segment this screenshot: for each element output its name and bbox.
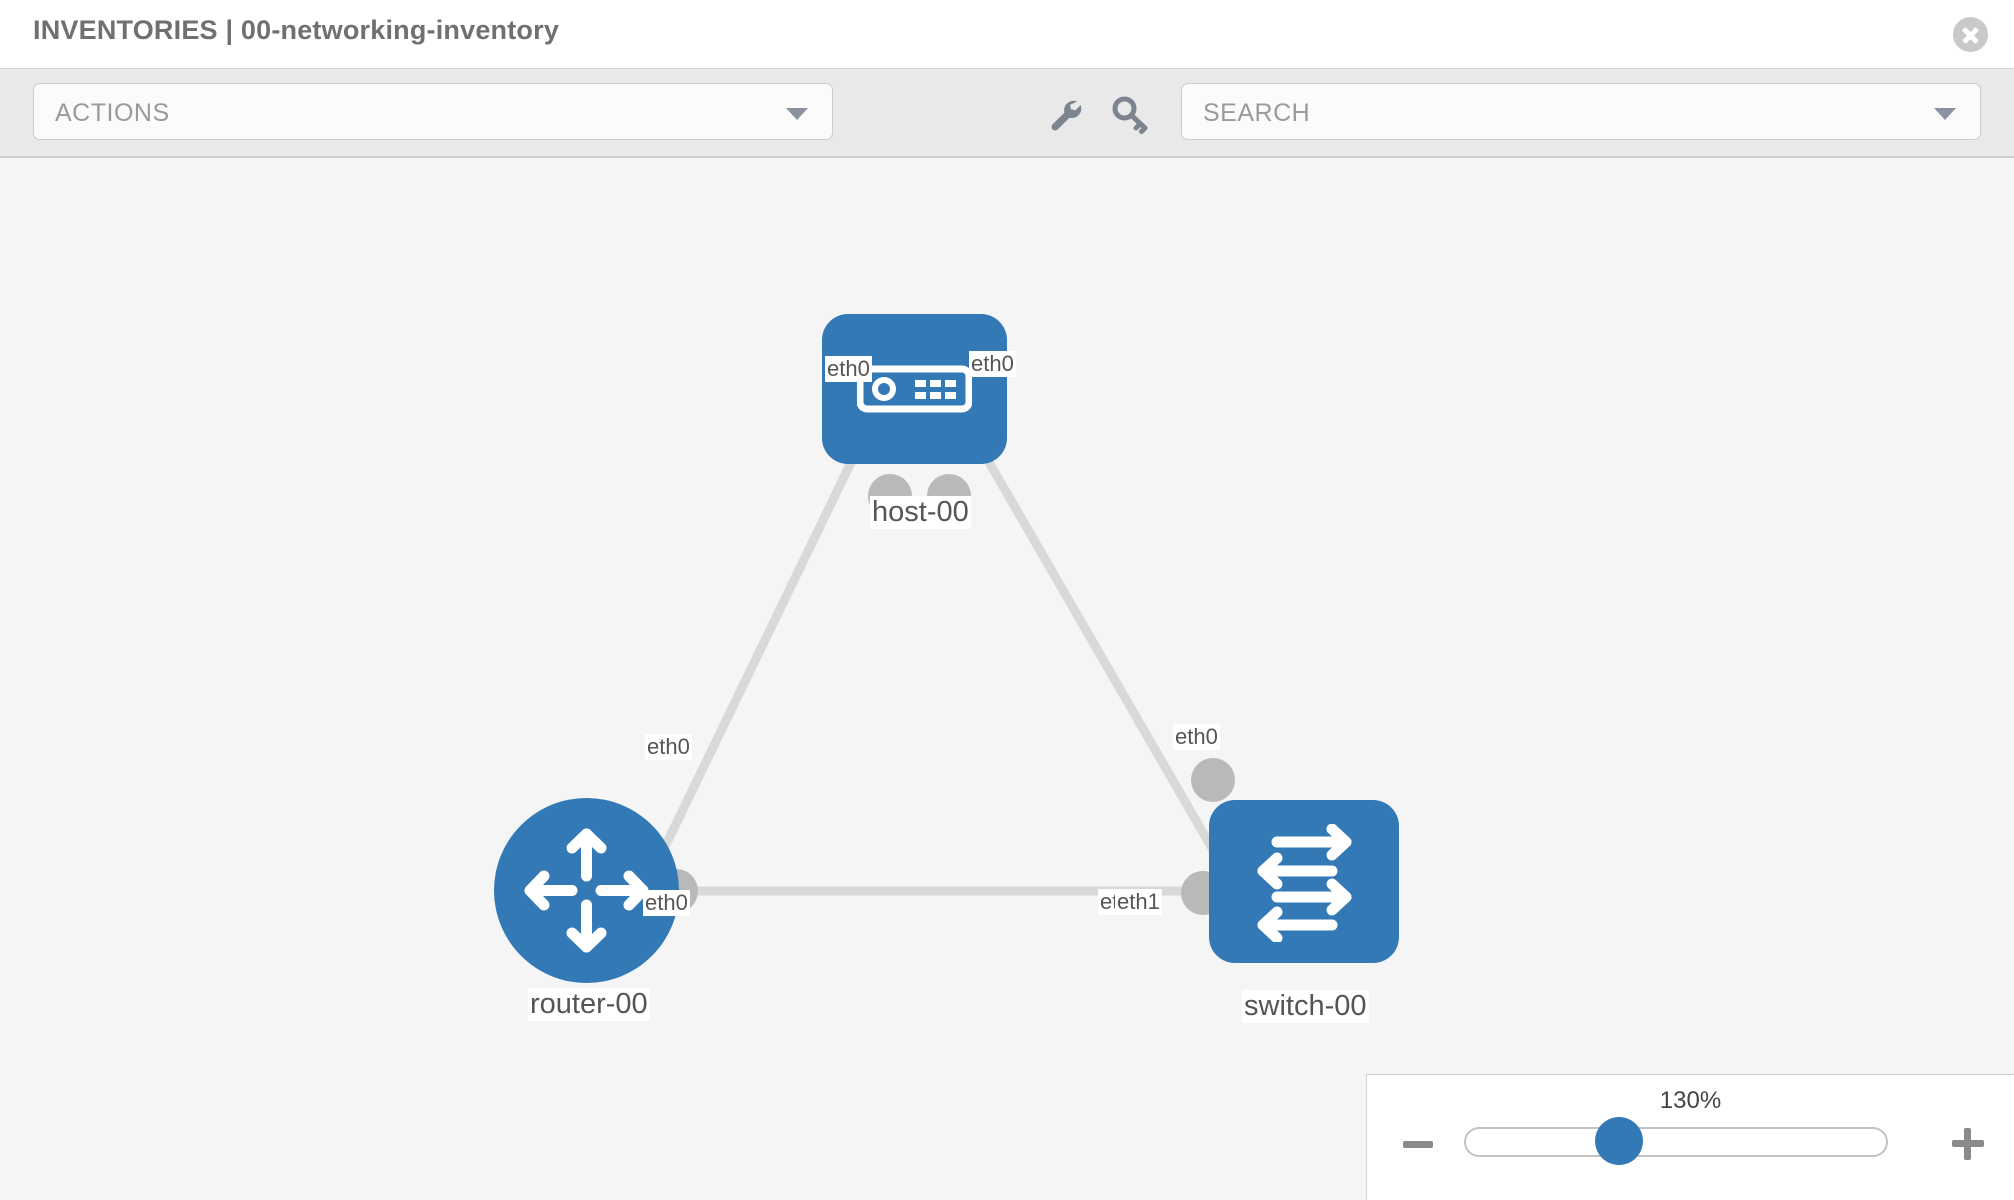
zoom-in-button[interactable] [1952, 1128, 1984, 1160]
wrench-icon[interactable] [1046, 95, 1086, 135]
router-arrows-icon [524, 828, 649, 953]
page-header: INVENTORIES | 00-networking-inventory [0, 0, 2014, 69]
edge-label-router00-eth0-up: eth0 [645, 734, 692, 760]
actions-dropdown[interactable]: ACTIONS [33, 83, 833, 140]
edge-label-host00-eth0-left: eth0 [825, 356, 872, 382]
node-host-00-shape [822, 314, 1007, 464]
toolbar: ACTIONS SEARCH [0, 69, 2014, 158]
link-host00-switch00[interactable] [941, 383, 1239, 891]
zoom-slider-track[interactable] [1464, 1127, 1888, 1157]
topology-links [640, 383, 1239, 896]
search-dropdown[interactable]: SEARCH [1181, 83, 1981, 140]
edge-label-switch00-eth1: eth1 [1115, 889, 1162, 915]
zoom-control-panel: 130% [1366, 1074, 2014, 1200]
chevron-down-icon [786, 108, 808, 120]
zoom-level-value: 130% [1659, 1087, 1722, 1114]
port-switch-00-eth0-top[interactable] [1191, 758, 1235, 802]
node-switch-00-shape [1209, 800, 1399, 963]
chevron-down-icon [1934, 108, 1956, 120]
edge-label-host00-eth0-right: eth0 [969, 351, 1016, 377]
node-host-00[interactable]: host-00 [822, 314, 1007, 529]
zoom-out-button[interactable] [1403, 1141, 1433, 1148]
topology-canvas[interactable]: host-00 eth0 eth0 router-00 eth0 eth0 [0, 158, 2014, 1200]
node-switch-00[interactable]: switch-00 [1181, 758, 1399, 1023]
search-input[interactable]: SEARCH [1203, 99, 1311, 127]
link-host00-router00[interactable] [640, 384, 893, 890]
node-router-00-label: router-00 [528, 988, 650, 1021]
page-title: INVENTORIES | 00-networking-inventory [33, 15, 560, 45]
edge-label-switch00-eth0-up: eth0 [1173, 724, 1220, 750]
key-icon[interactable] [1110, 95, 1150, 135]
close-icon[interactable] [1953, 17, 1988, 52]
switch-arrows-icon [1257, 824, 1352, 942]
node-switch-00-label: switch-00 [1242, 990, 1369, 1023]
actions-dropdown-label: ACTIONS [55, 99, 170, 127]
server-icon [857, 365, 972, 413]
node-host-00-label: host-00 [870, 496, 971, 529]
edge-label-router00-eth0-right: eth0 [643, 890, 690, 916]
zoom-slider-thumb[interactable] [1595, 1117, 1643, 1165]
